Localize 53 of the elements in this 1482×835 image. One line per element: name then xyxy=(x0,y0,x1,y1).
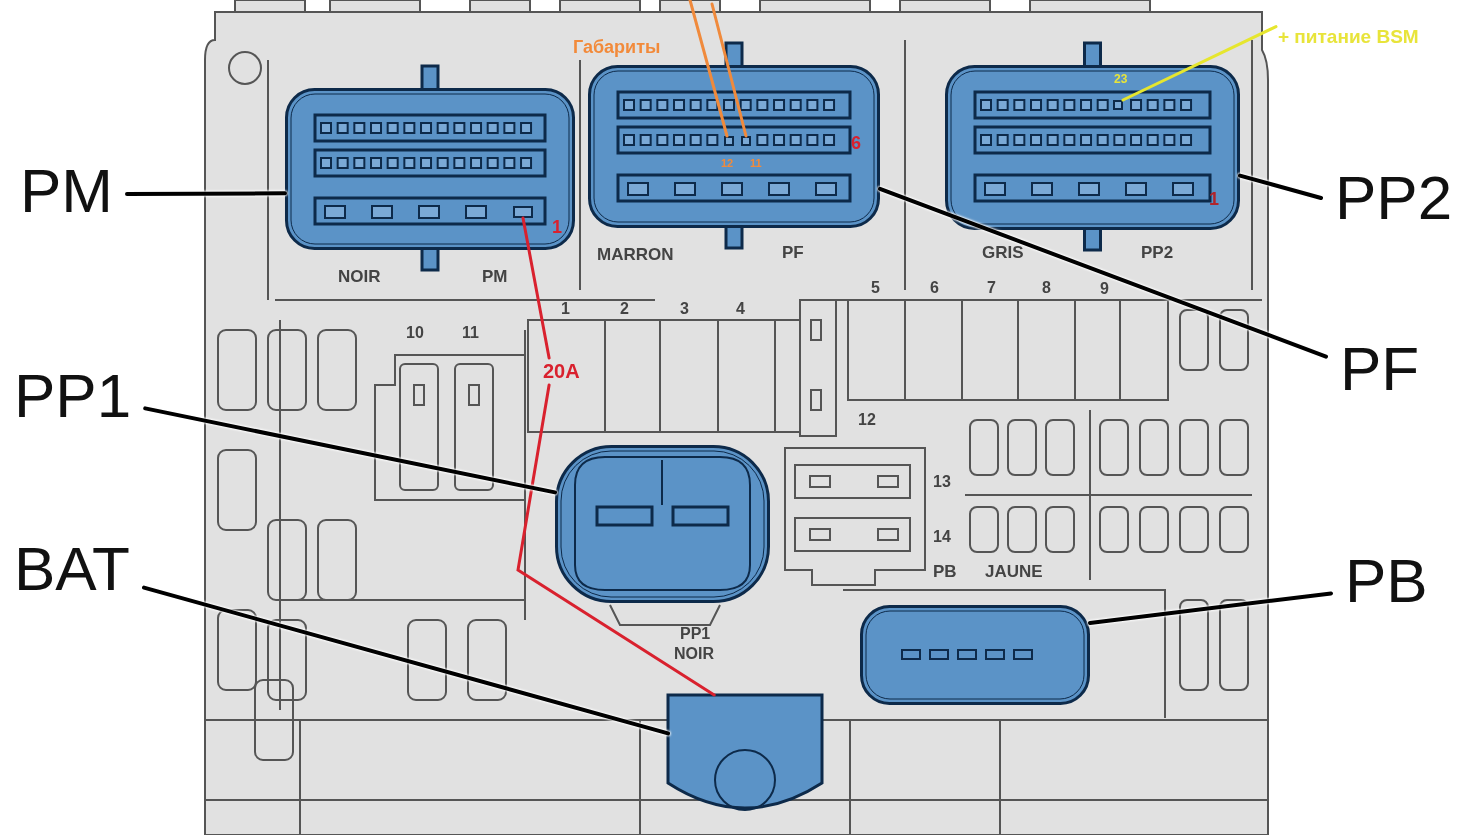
connector-label: PM xyxy=(482,268,508,285)
fuse-number: 13 xyxy=(933,474,951,490)
callout-label: PP1 xyxy=(0,365,146,427)
pin-number: 12 xyxy=(721,158,734,169)
connector-label: NOIR xyxy=(338,268,381,285)
wire-line xyxy=(710,2,748,138)
pin-number: 11 xyxy=(750,158,762,169)
fuse-number: 12 xyxy=(858,412,876,428)
connector-pin xyxy=(513,206,533,218)
fuse-number: 10 xyxy=(406,325,424,341)
connector-pin xyxy=(741,136,751,146)
connector-label: PP1 xyxy=(680,626,711,642)
fuse-number: 6 xyxy=(930,280,939,296)
callout-text: 20A xyxy=(541,358,582,385)
pin-number: 23 xyxy=(1114,73,1128,85)
fuse-number: 7 xyxy=(987,280,996,296)
connector-label: NOIR xyxy=(674,646,714,662)
fuse-number: 14 xyxy=(933,529,951,545)
fuse-number: 9 xyxy=(1100,281,1109,297)
leader-line xyxy=(143,406,557,495)
connector-label: PB xyxy=(933,563,957,580)
fuse-number: 8 xyxy=(1042,280,1051,296)
fuse-number: 2 xyxy=(620,301,629,317)
leader-line xyxy=(1088,591,1333,625)
connector-label: GRIS xyxy=(982,244,1024,261)
fuse-number: 4 xyxy=(736,301,745,317)
connector-label: PF xyxy=(782,244,804,261)
leader-line xyxy=(142,585,670,736)
callout-label: PM xyxy=(6,160,127,222)
fuse-number: 1 xyxy=(561,301,570,317)
leader-line xyxy=(1238,173,1323,200)
connector-pin xyxy=(1113,100,1123,110)
leader-line xyxy=(878,186,1328,359)
pin-number: 1 xyxy=(552,218,562,236)
fuse-number: 11 xyxy=(462,325,479,341)
callout-text: Габариты xyxy=(573,38,661,56)
callout-label: PB xyxy=(1331,550,1442,612)
pin-number: 1 xyxy=(1209,190,1219,208)
fuse-number: 5 xyxy=(871,280,880,296)
connector-pin xyxy=(724,136,734,146)
leader-line xyxy=(125,191,287,197)
fuse-number: 3 xyxy=(680,301,689,317)
callout-label: PF xyxy=(1326,338,1434,400)
pin-number: 6 xyxy=(851,134,861,152)
connector-label: JAUNE xyxy=(985,563,1043,580)
callout-text: + питание BSM xyxy=(1276,24,1421,50)
callout-label: PP2 xyxy=(1321,167,1467,229)
wire-line xyxy=(521,216,551,360)
callout-label: BAT xyxy=(0,538,144,600)
wire-line xyxy=(516,383,716,697)
connector-label: MARRON xyxy=(597,246,674,263)
wire-line xyxy=(688,0,729,138)
connector-label: PP2 xyxy=(1141,244,1174,261)
